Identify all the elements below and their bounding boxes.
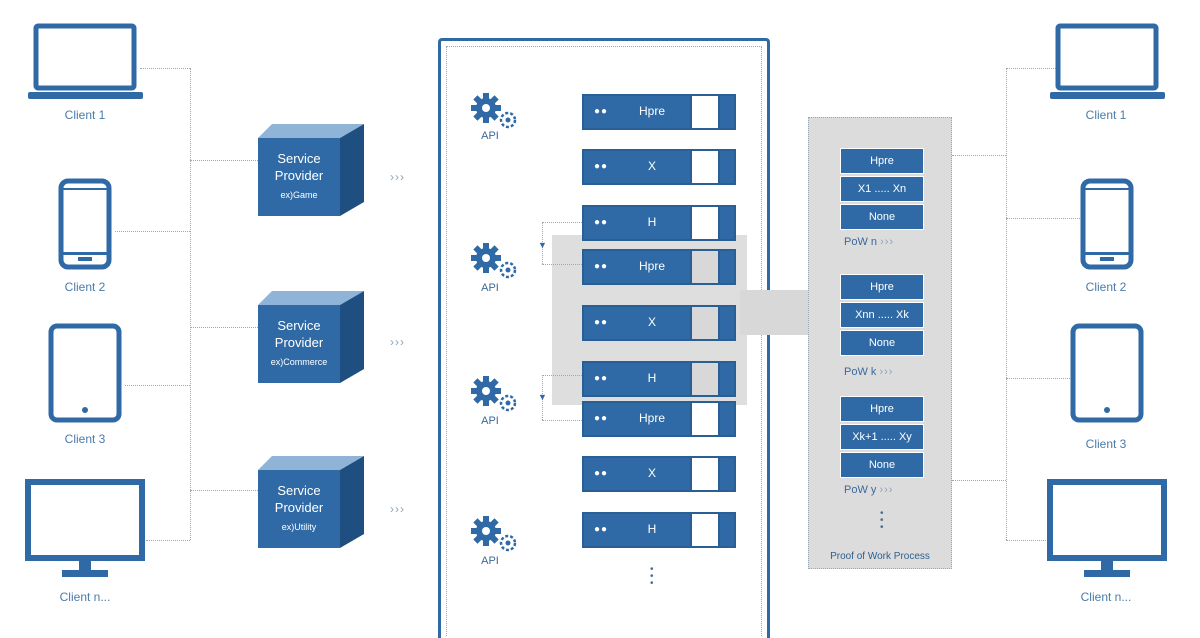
client-label: Client 2 bbox=[64, 280, 106, 294]
client-label: Client 1 bbox=[64, 108, 106, 122]
client-label: Client 3 bbox=[64, 432, 106, 446]
service-provider-sub: ex)Game bbox=[280, 190, 318, 200]
service-provider-sub: ex)Commerce bbox=[270, 357, 328, 367]
phone-icon bbox=[58, 178, 112, 270]
client-label: Client 2 bbox=[1085, 280, 1127, 294]
central-panel bbox=[438, 38, 770, 638]
gear-icon bbox=[468, 515, 524, 555]
vertical-ellipsis-icon: ••• bbox=[880, 508, 884, 533]
arrows-icon: ››› bbox=[390, 335, 405, 349]
client-label: Client n... bbox=[1080, 590, 1132, 604]
monitor-icon bbox=[1046, 478, 1168, 580]
pow-title: Proof of Work Process bbox=[830, 551, 930, 562]
client-label: Client 1 bbox=[1085, 108, 1127, 122]
api-label: API bbox=[481, 555, 499, 567]
laptop-icon bbox=[1050, 22, 1165, 102]
pow-label: PoW k bbox=[844, 366, 877, 378]
gear-icon bbox=[468, 375, 524, 415]
service-provider-sub: ex)Utility bbox=[281, 522, 317, 532]
pow-group: Hpre Xnn ..... Xk None PoW k ››› bbox=[840, 274, 924, 384]
gear-icon bbox=[468, 242, 524, 282]
pow-label: PoW n bbox=[844, 236, 878, 248]
monitor-icon bbox=[24, 478, 146, 580]
tablet-icon bbox=[1070, 323, 1144, 423]
api-label: API bbox=[481, 130, 499, 142]
pow-group: Hpre Xk+1 ..... Xy None PoW y ››› bbox=[840, 396, 924, 506]
link-bridge bbox=[740, 290, 814, 335]
pow-group: Hpre X1 ..... Xn None PoW n ››› bbox=[840, 148, 924, 258]
vertical-ellipsis-icon: ••• bbox=[650, 564, 654, 589]
gear-icon bbox=[468, 92, 524, 132]
arrows-icon: ››› bbox=[390, 502, 405, 516]
arrows-icon: ››› bbox=[390, 170, 405, 184]
api-label: API bbox=[481, 282, 499, 294]
tablet-icon bbox=[48, 323, 122, 423]
pow-label: PoW y bbox=[844, 484, 877, 496]
laptop-icon bbox=[28, 22, 143, 102]
api-label: API bbox=[481, 415, 499, 427]
client-label: Client n... bbox=[59, 590, 111, 604]
phone-icon bbox=[1080, 178, 1134, 270]
central-panel-inner bbox=[446, 46, 762, 636]
client-label: Client 3 bbox=[1085, 437, 1127, 451]
